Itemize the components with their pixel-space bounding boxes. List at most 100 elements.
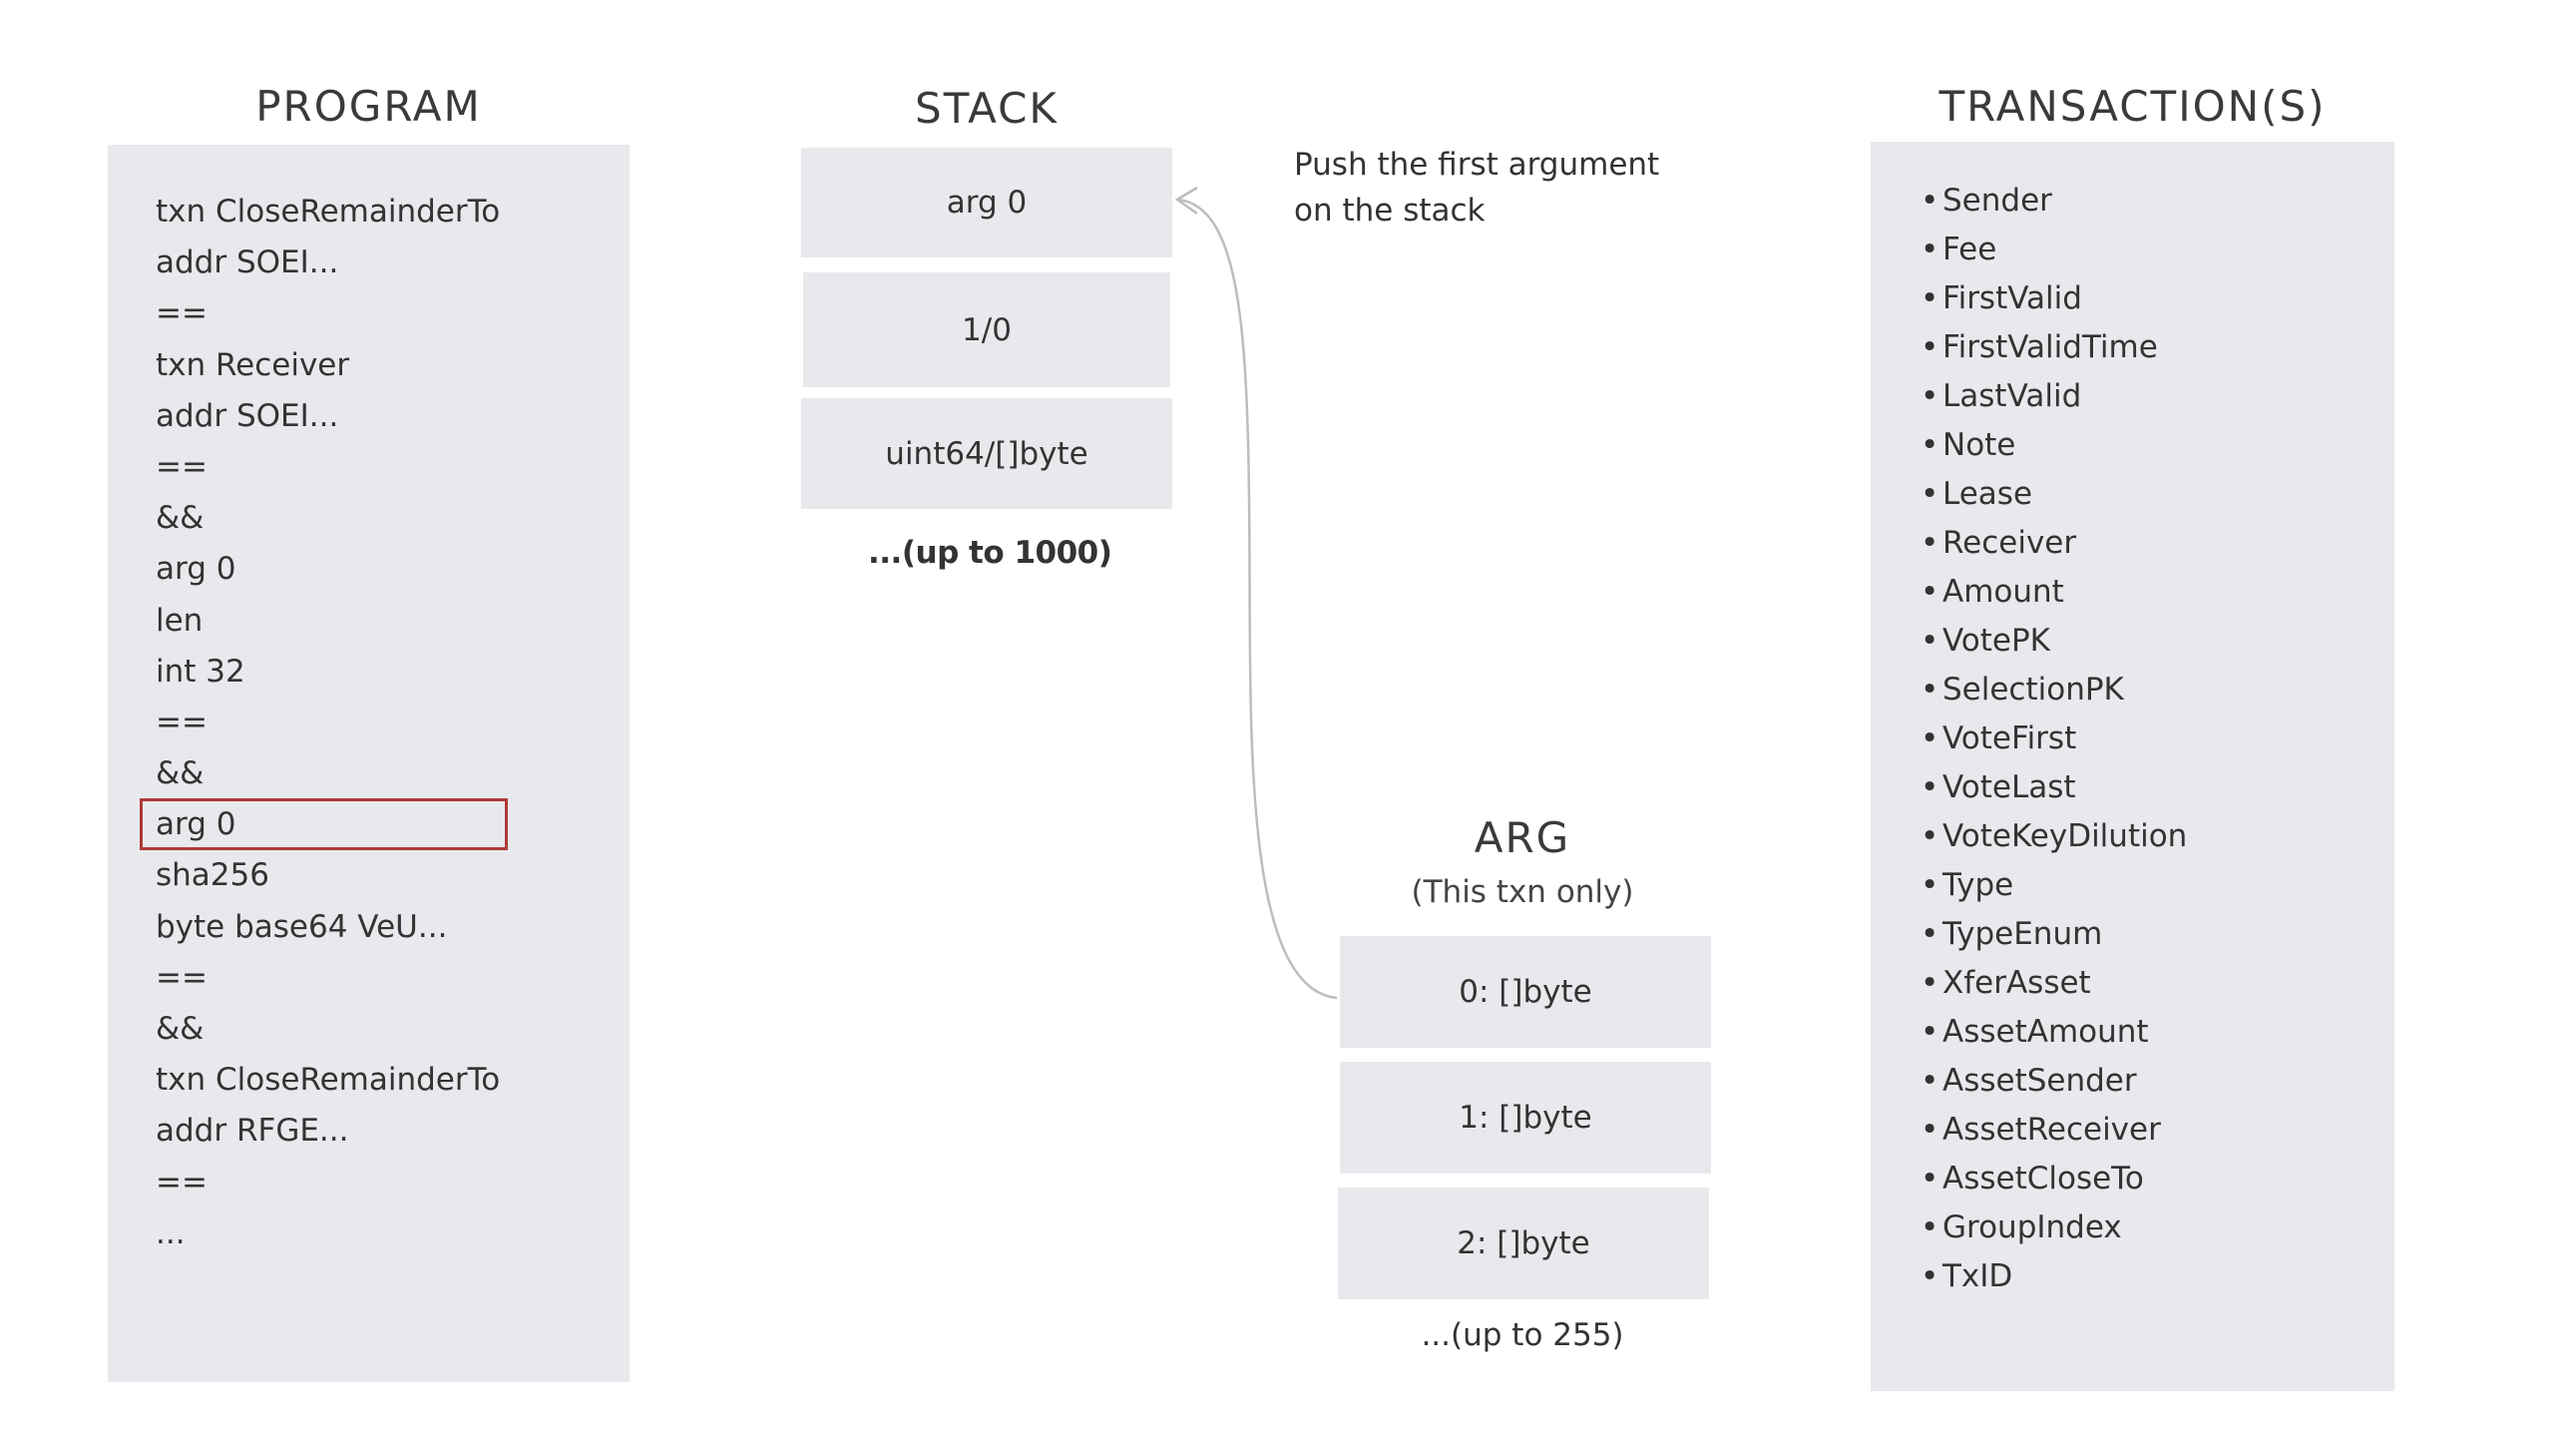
program-line: ... xyxy=(156,1214,186,1251)
transaction-field-label: GroupIndex xyxy=(1942,1209,2122,1245)
bullet-icon: • xyxy=(1921,574,1939,610)
transaction-field: •TypeEnum xyxy=(1921,910,2187,959)
bullet-icon: • xyxy=(1921,1063,1939,1099)
transactions-panel: •Sender•Fee•FirstValid•FirstValidTime•La… xyxy=(1871,142,2394,1391)
bullet-icon: • xyxy=(1921,183,1939,219)
program-line: == xyxy=(156,704,208,740)
stack-item: arg 0 xyxy=(801,148,1172,257)
program-line: sha256 xyxy=(156,857,269,894)
transaction-field: •Lease xyxy=(1921,470,2187,519)
program-line: addr SOEI... xyxy=(156,244,339,281)
program-line: txn CloseRemainderTo xyxy=(156,1062,501,1099)
transaction-field: •AssetAmount xyxy=(1921,1008,2187,1057)
transaction-field-label: Amount xyxy=(1942,574,2064,610)
transaction-field: •AssetSender xyxy=(1921,1057,2187,1106)
bullet-icon: • xyxy=(1921,427,1939,463)
annotation-line: on the stack xyxy=(1294,193,1486,229)
transaction-field: •LastValid xyxy=(1921,372,2187,421)
bullet-icon: • xyxy=(1921,525,1939,561)
bullet-icon: • xyxy=(1921,916,1939,952)
program-line: && xyxy=(156,755,205,792)
transaction-field-label: SelectionPK xyxy=(1942,672,2124,708)
transaction-field-label: Type xyxy=(1942,867,2014,903)
transaction-field-label: XferAsset xyxy=(1942,965,2091,1001)
current-instruction-highlight xyxy=(140,798,508,850)
arg-item: 0: []byte xyxy=(1340,936,1711,1048)
transaction-field-label: TypeEnum xyxy=(1942,916,2103,952)
bullet-icon: • xyxy=(1921,672,1939,708)
bullet-icon: • xyxy=(1921,378,1939,414)
transaction-field-label: Sender xyxy=(1942,183,2052,219)
bullet-icon: • xyxy=(1921,1112,1939,1148)
bullet-icon: • xyxy=(1921,720,1939,756)
program-line: byte base64 VeU... xyxy=(156,908,448,945)
bullet-icon: • xyxy=(1921,818,1939,854)
transaction-field-label: AssetReceiver xyxy=(1942,1112,2161,1148)
program-line: addr RFGE... xyxy=(156,1113,349,1150)
transaction-field: •GroupIndex xyxy=(1921,1203,2187,1252)
program-line: int 32 xyxy=(156,653,245,690)
program-line: len xyxy=(156,602,204,639)
bullet-icon: • xyxy=(1921,232,1939,267)
transaction-field-label: LastValid xyxy=(1942,378,2082,414)
program-line: == xyxy=(156,448,208,485)
transaction-field-label: AssetAmount xyxy=(1942,1014,2149,1050)
annotation-line: Push the first argument xyxy=(1294,147,1660,183)
transaction-field: •TxID xyxy=(1921,1252,2187,1301)
transaction-field: •FirstValidTime xyxy=(1921,323,2187,372)
program-line: && xyxy=(156,1011,205,1047)
bullet-icon: • xyxy=(1921,1161,1939,1196)
transaction-field-label: Lease xyxy=(1942,476,2033,512)
transaction-field: •AssetCloseTo xyxy=(1921,1155,2187,1203)
transaction-field-label: Fee xyxy=(1942,232,1997,267)
bullet-icon: • xyxy=(1921,867,1939,903)
transaction-field-label: TxID xyxy=(1942,1258,2013,1294)
arg-item: 1: []byte xyxy=(1340,1062,1711,1174)
program-line-current: arg 0 xyxy=(156,806,236,843)
transaction-field-label: AssetCloseTo xyxy=(1942,1161,2144,1196)
bullet-icon: • xyxy=(1921,476,1939,512)
transaction-field: •VoteKeyDilution xyxy=(1921,812,2187,861)
transaction-field-label: Receiver xyxy=(1942,525,2077,561)
bullet-icon: • xyxy=(1921,280,1939,316)
transaction-field: •VoteFirst xyxy=(1921,715,2187,763)
bullet-icon: • xyxy=(1921,965,1939,1001)
transaction-field: •VoteLast xyxy=(1921,763,2187,812)
stack-item: 1/0 xyxy=(803,272,1170,387)
transaction-field: •XferAsset xyxy=(1921,959,2187,1008)
program-line: arg 0 xyxy=(156,551,236,588)
transaction-field: •Fee xyxy=(1921,226,2187,274)
transactions-title: TRANSACTION(S) xyxy=(1938,82,2327,131)
transaction-field: •Amount xyxy=(1921,568,2187,617)
transaction-field: •Type xyxy=(1921,861,2187,910)
bullet-icon: • xyxy=(1921,329,1939,365)
program-title: PROGRAM xyxy=(255,82,482,131)
transaction-field: •Sender xyxy=(1921,177,2187,226)
arg-item: 2: []byte xyxy=(1338,1188,1709,1299)
stack-item: uint64/[]byte xyxy=(801,398,1172,509)
transaction-field-label: VoteLast xyxy=(1942,769,2076,805)
program-line: == xyxy=(156,959,208,996)
transaction-field-label: VoteFirst xyxy=(1942,720,2077,756)
annotation-note: Push the first argument on the stack xyxy=(1294,142,1713,234)
program-list: txn CloseRemainderTo addr SOEI... == txn… xyxy=(156,187,500,1259)
program-line: == xyxy=(156,1164,208,1200)
transaction-field: •AssetReceiver xyxy=(1921,1106,2187,1155)
transaction-fields-list: •Sender•Fee•FirstValid•FirstValidTime•La… xyxy=(1921,177,2187,1301)
stack-title: STACK xyxy=(915,84,1059,133)
program-line: && xyxy=(156,500,205,537)
arg-subtitle: (This txn only) xyxy=(1411,874,1634,910)
transaction-field: •Note xyxy=(1921,421,2187,470)
arg-capacity-label: ...(up to 255) xyxy=(1421,1317,1624,1353)
stack-capacity-label: ...(up to 1000) xyxy=(868,535,1112,571)
transaction-field-label: VoteKeyDilution xyxy=(1942,818,2188,854)
program-panel: txn CloseRemainderTo addr SOEI... == txn… xyxy=(108,145,630,1382)
bullet-icon: • xyxy=(1921,623,1939,659)
program-line: txn CloseRemainderTo xyxy=(156,194,501,230)
arg-title: ARG xyxy=(1474,813,1571,862)
push-arrow-line xyxy=(1176,198,1338,1000)
program-line: addr SOEI... xyxy=(156,397,339,434)
bullet-icon: • xyxy=(1921,1209,1939,1245)
bullet-icon: • xyxy=(1921,769,1939,805)
